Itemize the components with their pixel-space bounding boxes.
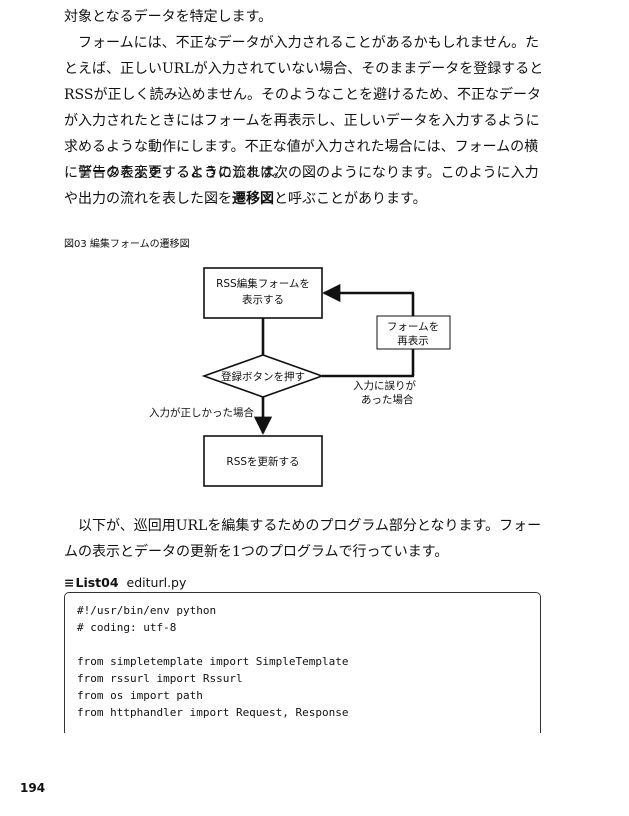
- paragraph-1-line: 求めるような動作にします。不正な値が入力された場合には、フォームの横: [64, 139, 539, 155]
- box-display-form-line2: 表示する: [242, 293, 284, 306]
- term-transition-diagram: 遷移図: [232, 191, 274, 207]
- label-input-error-line1: 入力に誤りが: [353, 379, 416, 392]
- decision-label: 登録ボタンを押す: [221, 370, 305, 383]
- paragraph-2: データを変更するときの流れは次の図のようになります。このように入力 や出力の流れ…: [64, 160, 546, 212]
- box-redisplay-line1: フォームを: [387, 321, 439, 333]
- label-input-error-line2: あった場合: [361, 393, 414, 406]
- paragraph-2-line-end: と呼ぶことがあります。: [274, 191, 427, 207]
- figure-caption: 図03 編集フォームの遷移図: [64, 239, 190, 250]
- label-input-ok: 入力が正しかった場合: [149, 406, 254, 419]
- paragraph-1: 対象となるデータを特定します。 フォームには、不正なデータが入力されることがある…: [64, 4, 546, 186]
- box-redisplay-line2: 再表示: [397, 334, 429, 347]
- box-redisplay: [376, 315, 451, 350]
- box-update-rss-label: RSSを更新する: [226, 455, 299, 468]
- paragraph-2-line-start: や出力の流れを表した図を: [64, 191, 232, 207]
- code-listing-box: #!/usr/bin/env python # coding: utf-8 fr…: [64, 592, 541, 733]
- paragraph-3-line: 以下が、巡回用URLを編集するためのプログラム部分となります。フォー: [78, 518, 542, 534]
- box-display-form-line1: RSS編集フォームを: [216, 277, 310, 290]
- listing-label: List04: [75, 575, 119, 590]
- box-update-rss: [203, 435, 323, 487]
- paragraph-1-line: が入力されたときにはフォームを再表示し、正しいデータを入力するように: [64, 113, 540, 129]
- paragraph-1-line: フォームには、不正なデータが入力されることがあるかもしれません。た: [78, 35, 540, 51]
- box-display-form: [203, 267, 323, 319]
- list-menu-icon: ≡: [64, 575, 75, 590]
- paragraph-3: 以下が、巡回用URLを編集するためのプログラム部分となります。フォー ムの表示と…: [64, 513, 546, 565]
- paragraph-1-line: 対象となるデータを特定します。: [64, 9, 273, 25]
- listing-filename: editurl.py: [126, 575, 187, 590]
- code-listing: #!/usr/bin/env python # coding: utf-8 fr…: [77, 604, 349, 719]
- paragraph-1-line: に警告の表示をするようにします。: [64, 165, 287, 181]
- paragraph-3-line: ムの表示とデータの更新を1つのプログラムで行っています。: [64, 544, 449, 560]
- listing-title: ≡List04 editurl.py: [64, 575, 186, 590]
- paragraph-1-line: とえば、正しいURLが入力されていない場合、そのままデータを登録すると: [64, 61, 544, 77]
- paragraph-1-line: RSSが正しく読み込めません。そのようなことを避けるため、不正なデータ: [64, 87, 542, 103]
- paragraph-2-line: データを変更するときの流れは次の図のようになります。このように入力: [78, 165, 539, 181]
- page-number: 194: [20, 781, 46, 795]
